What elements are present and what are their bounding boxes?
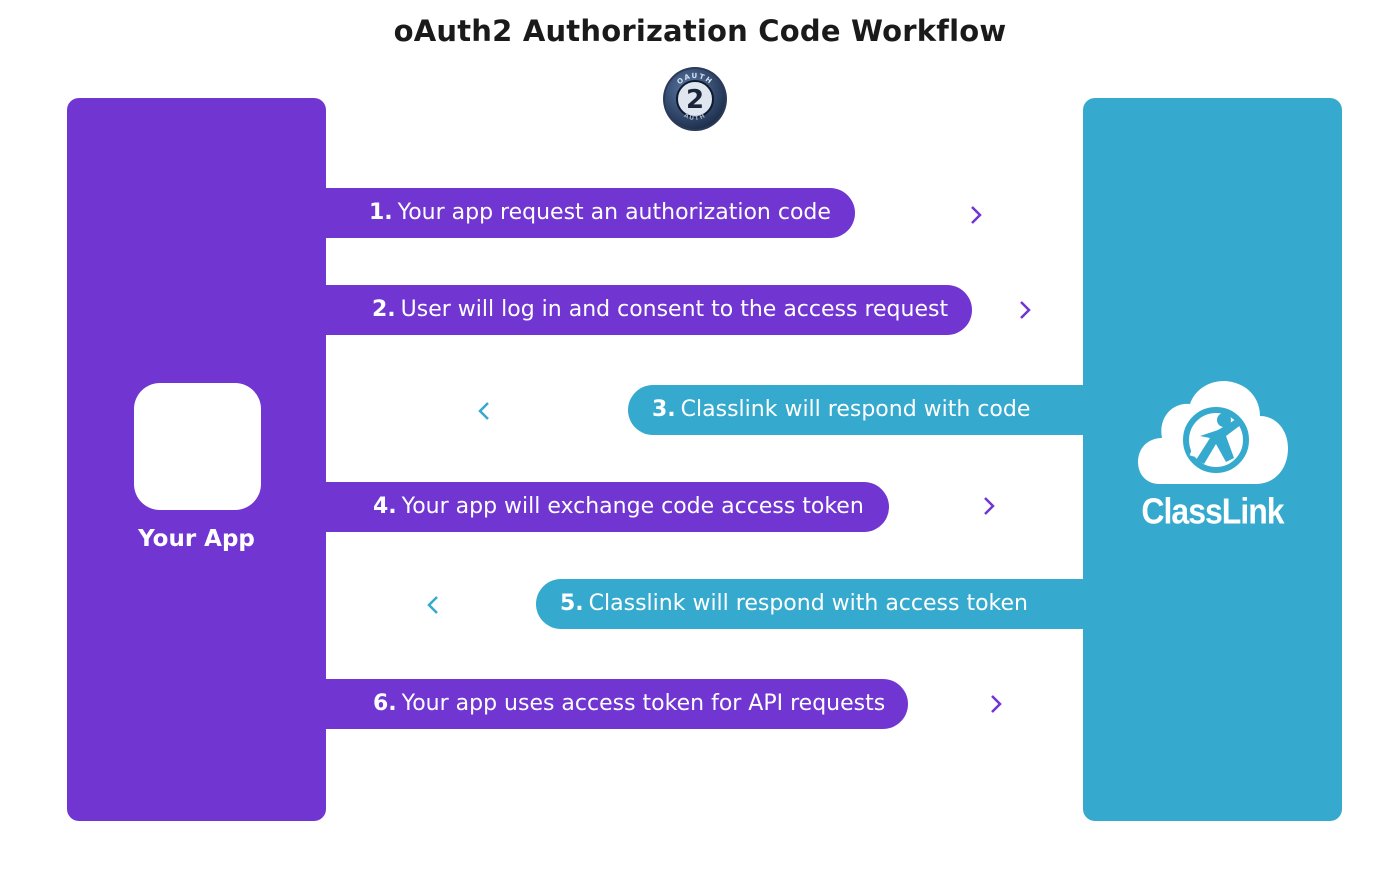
step-number: 6. (373, 691, 397, 716)
step-5-classlink-responds-access-token: 5.Classlink will respond with access tok… (536, 579, 1083, 629)
step-text: Your app uses access token for API reque… (401, 691, 886, 716)
oauth-logo-bottom-text: AUTH (683, 112, 706, 122)
step-1-request-authorization-code: 1.Your app request an authorization code (326, 188, 855, 238)
diagram-title: oAuth2 Authorization Code Workflow (393, 14, 1007, 48)
step-text: Your app request an authorization code (397, 200, 831, 225)
step-text: User will log in and consent to the acce… (400, 297, 949, 322)
chevron-right-icon (971, 206, 982, 224)
classlink-brand-name: ClassLink (1141, 490, 1284, 532)
chevron-right-icon (984, 497, 995, 515)
app-icon (134, 383, 261, 510)
step-number: 3. (652, 397, 676, 422)
chevron-left-icon (427, 596, 438, 614)
step-3-classlink-responds-code: 3.Classlink will respond with code (628, 385, 1083, 435)
step-number: 2. (372, 297, 396, 322)
step-text: Classlink will respond with code (680, 397, 1031, 422)
oauth2-logo-icon: OAUTH AUTH 2 (663, 67, 727, 131)
step-4-exchange-code-for-token: 4.Your app will exchange code access tok… (326, 482, 889, 532)
step-number: 5. (560, 591, 584, 616)
chevron-right-icon (1020, 301, 1031, 319)
step-number: 4. (373, 494, 397, 519)
step-2-user-login-consent: 2.User will log in and consent to the ac… (326, 285, 973, 335)
chevron-right-icon (991, 695, 1002, 713)
step-text: Your app will exchange code access token (401, 494, 864, 519)
svg-text:AUTH: AUTH (683, 112, 708, 122)
classlink-cloud-logo-icon (1138, 380, 1288, 484)
your-app-label: Your App (138, 526, 255, 552)
oauth-logo-number: 2 (686, 85, 704, 115)
step-6-access-token-api-requests: 6.Your app uses access token for API req… (326, 679, 909, 729)
step-number: 1. (369, 200, 393, 225)
step-text: Classlink will respond with access token (588, 591, 1028, 616)
chevron-left-icon (478, 402, 489, 420)
